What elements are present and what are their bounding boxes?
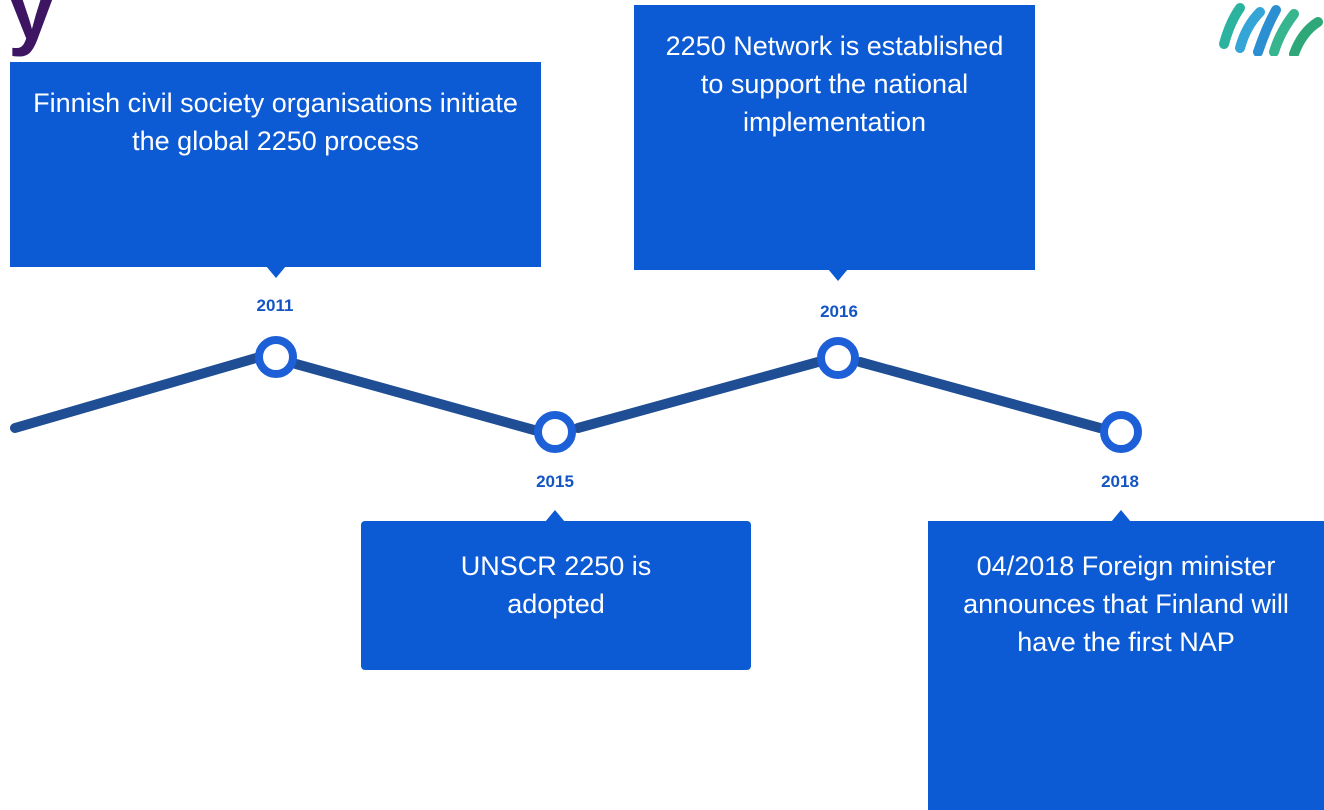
event-text-2018: 04/2018 Foreign minister announces that …	[963, 551, 1289, 657]
year-label-2015: 2015	[536, 472, 574, 491]
event-box-2015: UNSCR 2250 is adopted	[361, 521, 751, 670]
callout-pointer-2011	[266, 266, 286, 278]
timeline-node-2015	[534, 411, 576, 453]
event-text-2016: 2250 Network is established to support t…	[665, 31, 1004, 137]
year-label-2016: 2016	[820, 302, 858, 321]
timeline-segment	[573, 357, 823, 433]
event-box-2016: 2250 Network is established to support t…	[634, 5, 1035, 270]
page-title-fragment: y	[8, 0, 55, 57]
event-text-2011: Finnish civil society organisations init…	[33, 88, 518, 156]
colorful-hands-logo-icon	[1219, 3, 1323, 56]
callout-pointer-2015	[545, 510, 565, 522]
event-box-2018: 04/2018 Foreign minister announces that …	[928, 521, 1324, 810]
year-label-2018: 2018	[1101, 472, 1139, 491]
event-text-2015: UNSCR 2250 is adopted	[460, 551, 652, 619]
callout-pointer-2016	[828, 269, 848, 281]
timeline-node-2018	[1100, 411, 1142, 453]
year-label-2011: 2011	[256, 296, 294, 315]
timeline-node-2016	[817, 337, 859, 379]
timeline-node-2011	[255, 336, 297, 378]
event-box-2011: Finnish civil society organisations init…	[10, 62, 541, 267]
callout-pointer-2018	[1111, 510, 1131, 522]
timeline-segment	[291, 359, 539, 435]
timeline-segment	[10, 353, 261, 433]
timeline-segment	[855, 357, 1105, 433]
